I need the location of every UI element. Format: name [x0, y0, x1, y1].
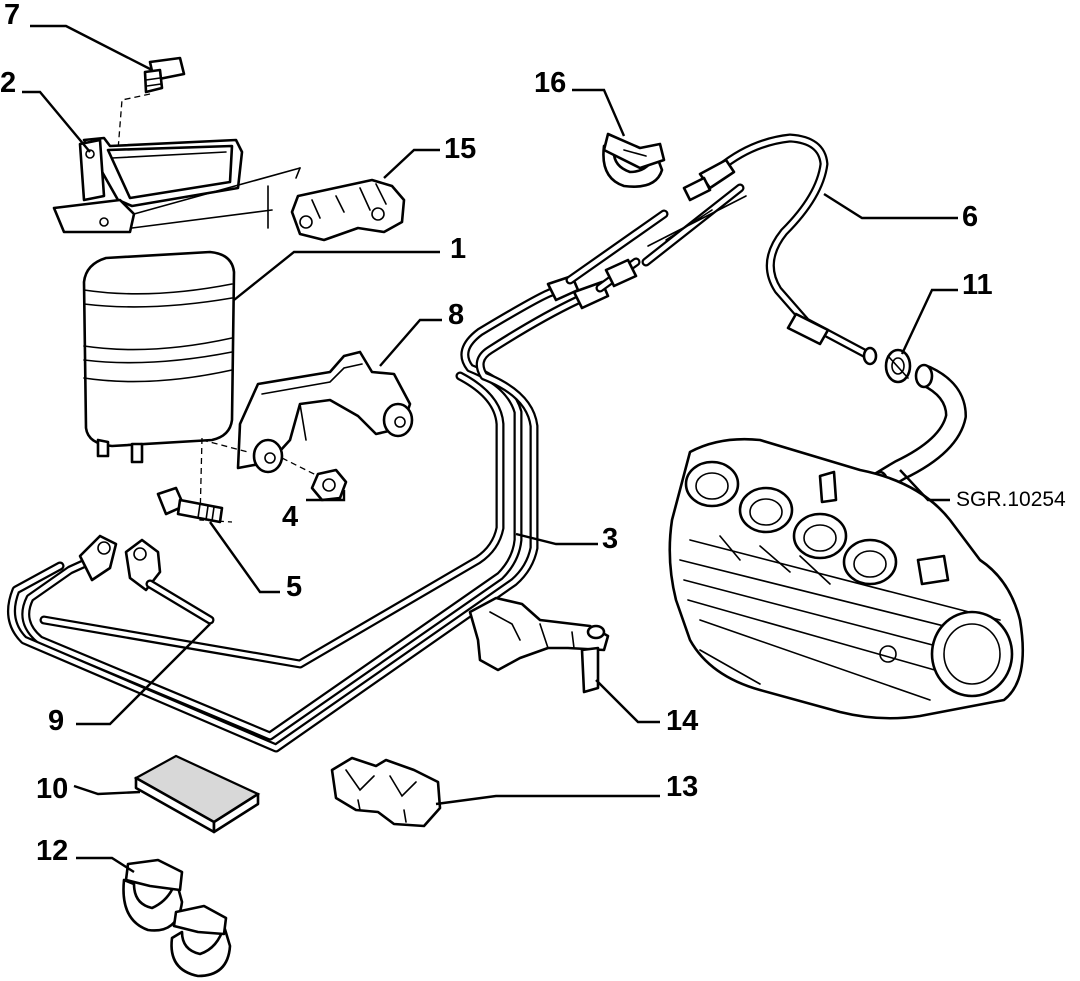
part-14-connector-bracket: [468, 596, 610, 694]
part-15-clip: [290, 178, 406, 242]
callout-14: 14: [666, 705, 698, 737]
callout-4: 4: [282, 501, 298, 533]
callout-12: 12: [36, 835, 68, 867]
callout-labels: 7 2 15 1 8 4 5 3 9 10 12 13 14 16 6 11 S…: [0, 0, 1066, 867]
callout-9: 9: [48, 705, 64, 737]
callout-6: 6: [962, 201, 978, 233]
part-10-filter-pad: [133, 754, 261, 834]
callout-15: 15: [444, 133, 476, 165]
callout-16: 16: [534, 67, 566, 99]
part-6-vapour-hose: [682, 133, 878, 366]
reference-code: SGR.10254: [956, 488, 1066, 511]
part-9-pipe-ends: [78, 534, 215, 625]
callout-11: 11: [962, 269, 993, 301]
callout-2: 2: [0, 67, 16, 99]
part-4-nut: [310, 468, 348, 502]
callout-10: 10: [36, 773, 68, 805]
callout-5: 5: [286, 571, 302, 603]
callout-7: 7: [4, 0, 20, 31]
leader-lines: [22, 24, 958, 874]
callout-3: 3: [602, 523, 618, 555]
part-5-bolt: [156, 486, 224, 524]
callout-8: 8: [448, 299, 464, 331]
part-1-canister: [82, 250, 236, 464]
part-16-clamp: [602, 132, 666, 188]
callout-13: 13: [666, 771, 698, 803]
part-8-mounting-bracket: [236, 350, 414, 474]
part-11-small-clamp: [884, 348, 912, 384]
part-12-twin-clamps: [122, 858, 232, 978]
manifold-hose: [869, 363, 967, 494]
callout-1: 1: [450, 233, 466, 265]
part-13-clip: [330, 756, 442, 828]
part-3-fuel-lines: [7, 183, 747, 753]
part-7-screw: [117, 56, 186, 151]
part-2-bracket: [52, 136, 301, 234]
intake-manifold: [668, 437, 1025, 720]
